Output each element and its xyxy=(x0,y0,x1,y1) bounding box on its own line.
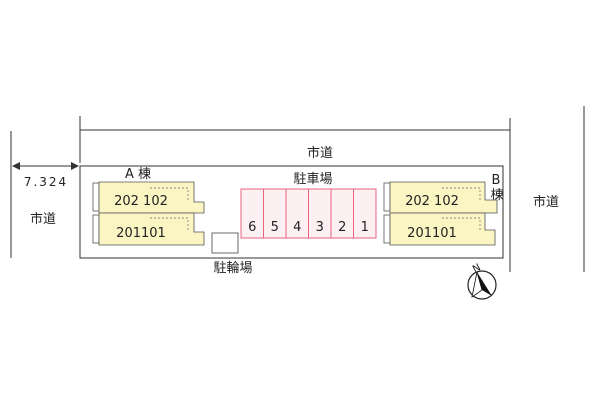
parking-space-number: 5 xyxy=(271,220,279,235)
building-a-label: A 棟 xyxy=(125,167,151,182)
building-b-label-suffix: 棟 xyxy=(490,188,503,203)
parking-space-number: 6 xyxy=(248,220,256,235)
left-road-label: 市道 xyxy=(30,211,56,227)
parking-space-number: 4 xyxy=(293,220,301,235)
building-b xyxy=(383,181,498,246)
building-a xyxy=(92,181,205,246)
north-compass-icon xyxy=(467,270,497,300)
compass-north-letter: N xyxy=(471,262,483,275)
bicycle-parking xyxy=(211,232,239,254)
building-a-upper-units: 202 102 xyxy=(114,194,168,209)
top-road-label: 市道 xyxy=(307,145,333,161)
building-b-label-letter: B xyxy=(492,173,501,188)
parking-space-number: 2 xyxy=(338,220,346,235)
building-b-lower-units: 201101 xyxy=(407,226,457,241)
building-a-lower-units: 201101 xyxy=(116,226,166,241)
bicycle-parking-label: 駐輪場 xyxy=(213,260,252,276)
building-b-upper-units: 202 102 xyxy=(405,194,459,209)
parking-space-number: 3 xyxy=(316,220,324,235)
road-width-dimension xyxy=(12,162,79,170)
right-road-label: 市道 xyxy=(533,194,559,210)
road-width-label: 7.324 xyxy=(24,175,68,189)
parking-label: 駐車場 xyxy=(293,172,332,187)
parking-space-number: 1 xyxy=(361,220,369,235)
parking-space xyxy=(353,188,377,239)
